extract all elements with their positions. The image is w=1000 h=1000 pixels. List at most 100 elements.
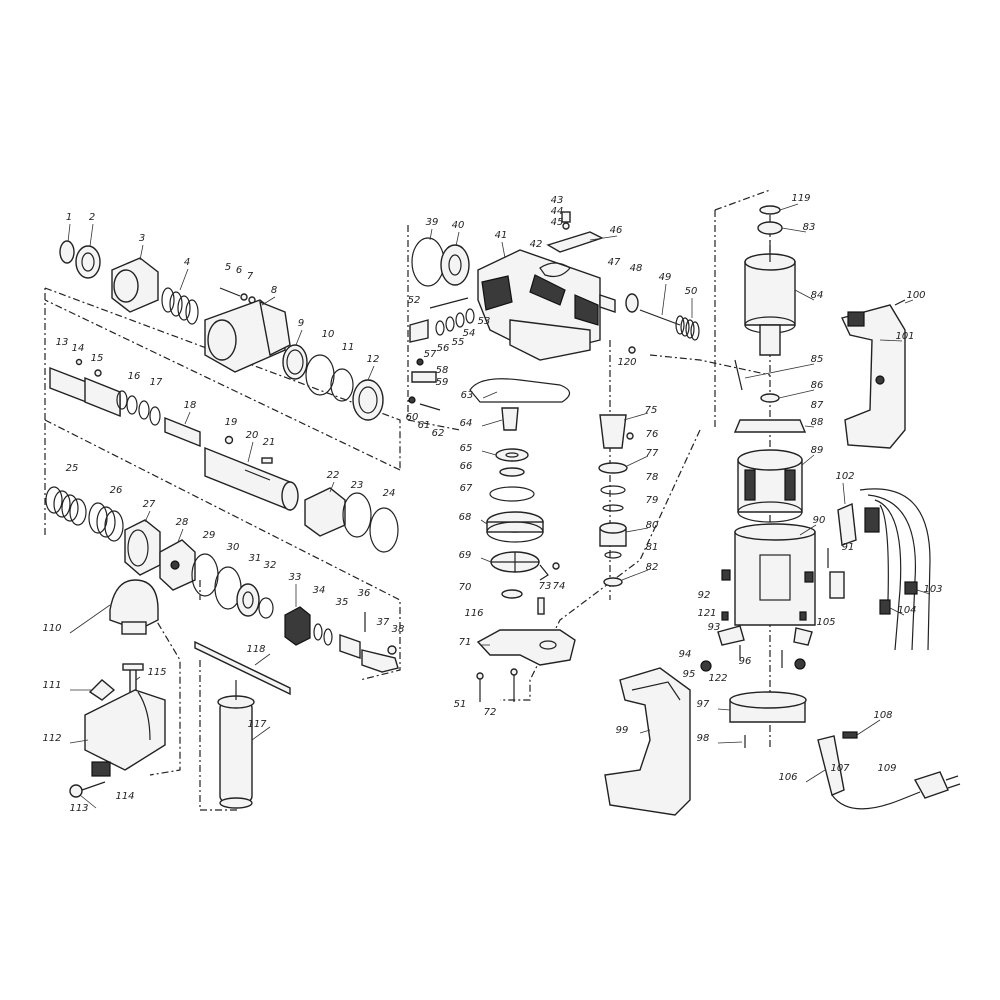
part-label-44: 44 — [551, 206, 564, 217]
part-label-6: 6 — [236, 265, 242, 276]
part-label-100: 100 — [906, 290, 925, 301]
part-label-86: 86 — [811, 380, 824, 391]
part-label-52: 52 — [408, 295, 421, 306]
wiring-and-switch — [817, 488, 961, 810]
part-label-33: 33 — [289, 572, 302, 583]
part-label-105: 105 — [816, 617, 835, 628]
part-label-119: 119 — [791, 193, 810, 204]
part-label-20: 20 — [246, 430, 259, 441]
part-label-107: 107 — [830, 763, 850, 774]
part-label-3: 3 — [139, 233, 145, 244]
part-label-50: 50 — [685, 286, 698, 297]
part-label-109: 109 — [877, 763, 896, 774]
part-label-56: 56 — [437, 343, 450, 354]
part-label-73: 73 — [539, 581, 552, 592]
part-label-45: 45 — [551, 217, 564, 228]
part-label-89: 89 — [811, 445, 824, 456]
part-label-10: 10 — [322, 329, 335, 340]
part-label-79: 79 — [646, 495, 659, 506]
part-label-29: 29 — [203, 530, 216, 541]
part-label-101: 101 — [895, 331, 914, 342]
part-label-90: 90 — [813, 515, 826, 526]
part-label-22: 22 — [327, 470, 340, 481]
part-label-93: 93 — [708, 622, 721, 633]
part-label-82: 82 — [646, 562, 659, 573]
part-label-58: 58 — [436, 365, 449, 376]
part-label-37: 37 — [377, 617, 390, 628]
crank-housing-assembly — [408, 211, 700, 702]
part-label-116: 116 — [464, 608, 483, 619]
part-label-24: 24 — [383, 488, 396, 499]
part-label-63: 63 — [461, 390, 474, 401]
part-label-49: 49 — [659, 272, 672, 283]
part-label-103: 103 — [923, 584, 942, 595]
part-label-5: 5 — [225, 262, 231, 273]
part-label-47: 47 — [608, 257, 621, 268]
part-label-98: 98 — [697, 733, 710, 744]
part-label-70: 70 — [459, 582, 472, 593]
part-label-27: 27 — [143, 499, 156, 510]
part-label-91: 91 — [842, 542, 855, 553]
part-label-114: 114 — [115, 791, 134, 802]
part-label-35: 35 — [336, 597, 349, 608]
part-label-15: 15 — [91, 353, 104, 364]
motor-assembly — [700, 205, 816, 748]
part-label-18: 18 — [184, 400, 197, 411]
part-label-61: 61 — [418, 420, 431, 431]
part-label-53: 53 — [478, 316, 491, 327]
part-label-75: 75 — [645, 405, 658, 416]
part-label-74: 74 — [553, 581, 566, 592]
part-label-65: 65 — [460, 443, 473, 454]
part-label-38: 38 — [392, 624, 405, 635]
part-label-1: 1 — [66, 212, 72, 223]
part-label-40: 40 — [452, 220, 465, 231]
part-label-81: 81 — [646, 542, 659, 553]
part-label-21: 21 — [263, 437, 276, 448]
part-label-97: 97 — [697, 699, 710, 710]
part-label-51: 51 — [454, 699, 467, 710]
part-label-57: 57 — [424, 349, 437, 360]
part-label-95: 95 — [683, 669, 696, 680]
part-label-118: 118 — [246, 644, 265, 655]
barrel-assembly — [45, 240, 399, 673]
part-label-69: 69 — [459, 550, 472, 561]
part-label-62: 62 — [432, 428, 445, 439]
part-label-39: 39 — [426, 217, 439, 228]
part-label-76: 76 — [646, 429, 659, 440]
part-label-19: 19 — [225, 417, 238, 428]
part-label-54: 54 — [463, 328, 476, 339]
part-label-92: 92 — [698, 590, 711, 601]
part-label-67: 67 — [460, 483, 473, 494]
part-label-122: 122 — [708, 673, 727, 684]
part-label-12: 12 — [367, 354, 380, 365]
part-label-32: 32 — [264, 560, 277, 571]
part-label-28: 28 — [176, 517, 189, 528]
part-label-14: 14 — [72, 343, 85, 354]
part-label-25: 25 — [66, 463, 79, 474]
part-label-84: 84 — [811, 290, 824, 301]
label-leaders — [67, 203, 931, 809]
part-label-41: 41 — [495, 230, 508, 241]
part-label-85: 85 — [811, 354, 824, 365]
part-label-68: 68 — [459, 512, 472, 523]
part-label-78: 78 — [646, 472, 659, 483]
part-label-36: 36 — [358, 588, 371, 599]
part-label-43: 43 — [551, 195, 564, 206]
part-label-66: 66 — [460, 461, 473, 472]
part-label-48: 48 — [630, 263, 643, 274]
part-label-88: 88 — [811, 417, 824, 428]
auxiliary-handle — [194, 640, 291, 809]
part-label-30: 30 — [227, 542, 240, 553]
part-label-113: 113 — [69, 803, 88, 814]
part-label-108: 108 — [873, 710, 892, 721]
part-label-110: 110 — [42, 623, 61, 634]
part-label-111: 111 — [42, 680, 61, 691]
part-label-94: 94 — [679, 649, 692, 660]
part-label-8: 8 — [271, 285, 277, 296]
part-label-87: 87 — [811, 400, 824, 411]
part-label-71: 71 — [459, 637, 472, 648]
part-label-99: 99 — [616, 725, 629, 736]
part-label-64: 64 — [460, 418, 473, 429]
part-label-102: 102 — [835, 471, 854, 482]
part-label-13: 13 — [56, 337, 69, 348]
